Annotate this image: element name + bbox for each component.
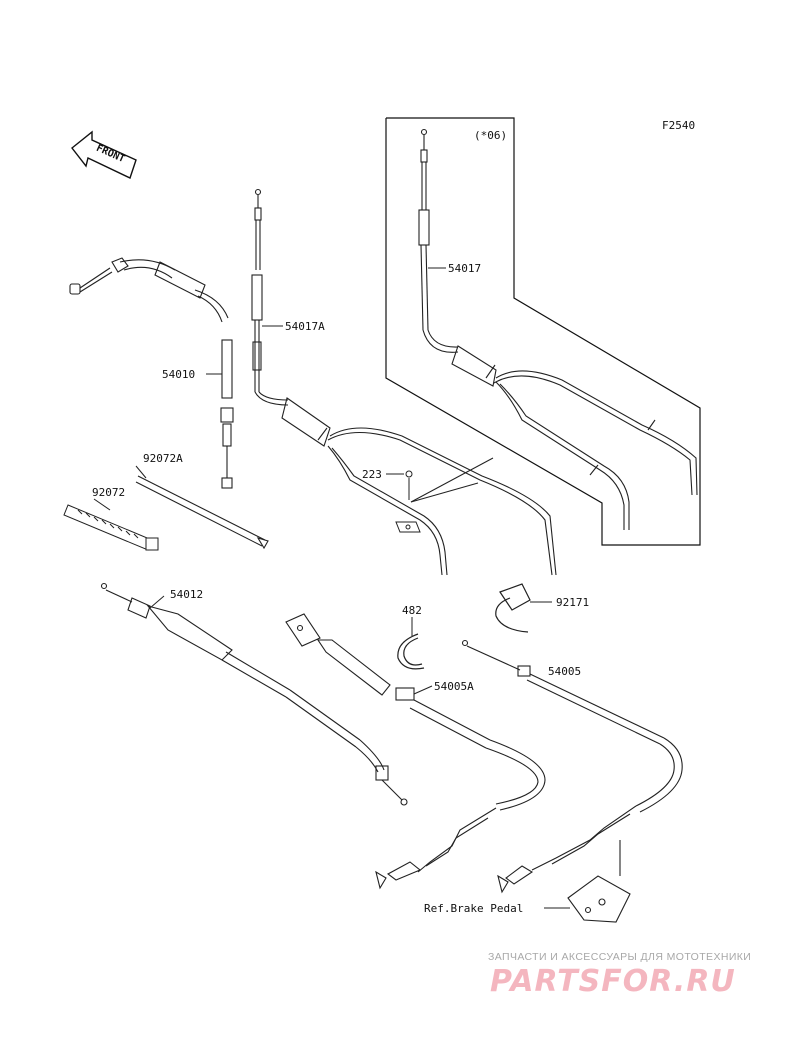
brake-pedal-plate: [567, 840, 631, 923]
part-callouts: 54017 54017A 54010 92072A 92072 223 5401…: [92, 262, 589, 915]
label-92072: 92072: [92, 486, 125, 499]
label-54010: 54010: [162, 368, 195, 381]
cable-54005A: [285, 613, 546, 890]
watermark-brand: PARTSFOR.RU: [490, 964, 736, 999]
bracket-92171: [495, 583, 531, 633]
leader-lines: [93, 267, 570, 909]
label-54012: 54012: [170, 588, 203, 601]
front-arrow-icon: FRONT: [71, 130, 137, 179]
label-92072A: 92072A: [143, 452, 183, 465]
variant-06-box: (*06): [385, 117, 701, 546]
diagram-code: F2540: [662, 119, 695, 132]
clip-482: [397, 633, 425, 670]
cable-54012: [100, 582, 408, 806]
watermark-subtitle: ЗАПЧАСТИ И АКСЕССУАРЫ ДЛЯ МОТОТЕХНИКИ: [488, 951, 752, 963]
label-ref-brake-pedal: Ref.Brake Pedal: [424, 902, 523, 915]
year-note: (*06): [474, 129, 507, 142]
cable-54010: [69, 257, 234, 489]
label-54017: 54017: [448, 262, 481, 275]
cable-54017A: [251, 188, 557, 576]
label-482: 482: [402, 604, 422, 617]
band-92072: [63, 504, 159, 551]
label-54005A: 54005A: [434, 680, 474, 693]
label-92171: 92171: [556, 596, 589, 609]
bolt-223: [395, 457, 494, 533]
label-223: 223: [362, 468, 382, 481]
clamp-92072A: [135, 475, 269, 550]
label-54005: 54005: [548, 665, 581, 678]
label-54017A: 54017A: [285, 320, 325, 333]
cable-54005: [461, 639, 683, 894]
cable-54017: [418, 128, 698, 530]
